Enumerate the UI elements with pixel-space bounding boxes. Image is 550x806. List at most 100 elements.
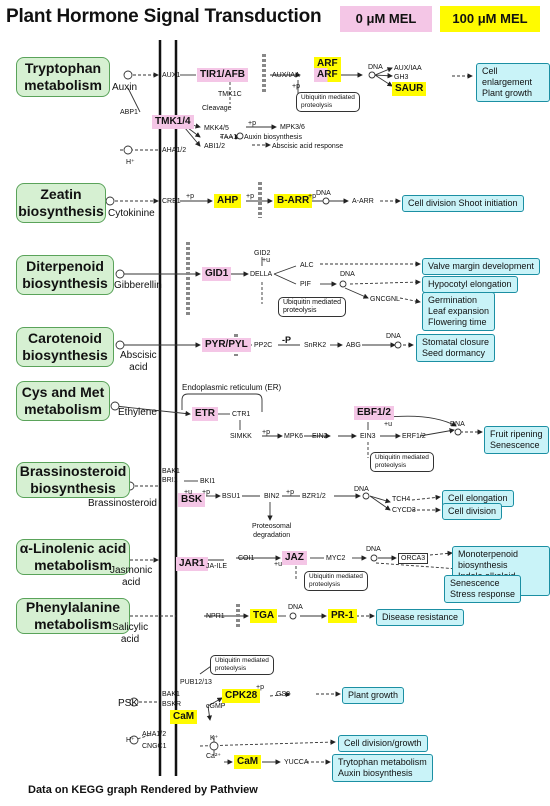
- gene-pyr-pyl[interactable]: PYR/PYL: [202, 338, 251, 352]
- gene-pp2c: PP2C: [254, 342, 273, 349]
- gene-cngc1: CNGC1: [142, 743, 167, 750]
- gene-della: DELLA: [250, 271, 273, 278]
- gene-tga[interactable]: TGA: [250, 609, 278, 623]
- outcome-cell-division[interactable]: Cell division: [442, 503, 503, 520]
- gene-ebf1-2[interactable]: EBF1/2: [354, 406, 394, 420]
- gene-gh3: GH3: [394, 74, 409, 81]
- label-k-plus: K⁺: [210, 735, 219, 742]
- label-phospho-7: +p: [262, 429, 270, 436]
- gene-arf-split[interactable]: ARF: [314, 68, 341, 82]
- pathway-zeatin-biosynthesis[interactable]: Zeatin biosynthesis: [16, 183, 106, 223]
- gene-cam-1[interactable]: CaM: [170, 710, 198, 724]
- pathway-brassinosteroid-biosynthesis[interactable]: Brassinosteroid biosynthesis: [16, 462, 130, 498]
- gene-erf1-2: ERF1/2: [402, 433, 426, 440]
- outcome-senescence-stress[interactable]: Senescence Stress response: [444, 575, 522, 603]
- gene-pr-1[interactable]: PR-1: [328, 609, 357, 623]
- ligand-gibberellin: Gibberellin: [114, 280, 162, 291]
- note-ubiquitin-auxin[interactable]: Ubiquitin mediated proteolysis: [296, 92, 360, 112]
- outcome-tryptophan-auxin[interactable]: Trytophan metabolism Auxin biosynthesis: [332, 754, 433, 782]
- note-ubiquitin-psk[interactable]: Ubiquitin mediated proteolysis: [210, 655, 274, 675]
- gene-npr1: NPR1: [206, 613, 225, 620]
- gene-arf-split-label: ARF: [317, 69, 338, 80]
- gene-bri1: BRI1: [162, 477, 178, 484]
- pathway-cys-met-metabolism[interactable]: Cys and Met metabolism: [16, 381, 110, 421]
- outcome-hypocotyl-elongation[interactable]: Hypocotyl elongation: [422, 276, 518, 293]
- note-ubiquitin-gibberellin[interactable]: Ubiquitin mediated proteolysis: [278, 297, 346, 317]
- label-endoplasmic-reticulum: Endoplasmic reticulum (ER): [182, 383, 282, 392]
- gene-orca3: ORCA3: [398, 553, 429, 564]
- gene-tmk1-4[interactable]: TMK1/4: [152, 115, 194, 129]
- gene-alc: ALC: [300, 262, 314, 269]
- gene-bak1: BAK1: [162, 468, 180, 475]
- footer-credit: Data on KEGG graph Rendered by Pathview: [28, 784, 258, 796]
- label-dna-jasmonate: DNA: [366, 546, 381, 553]
- gene-tmk1c: TMK1C: [218, 91, 242, 98]
- label-ubiq-3: +u: [274, 561, 282, 568]
- ligand-cytokinine: Cytokinine: [108, 208, 155, 219]
- pathway-alpha-linolenic-acid-metabolism[interactable]: α-Linolenic acid metabolism: [16, 539, 130, 575]
- ligand-salicylic-acid: Salicylic acid: [112, 622, 149, 645]
- label-abscisic-acid-response: Abscisic acid response: [272, 143, 344, 150]
- outcome-valve-margin[interactable]: Valve margin development: [422, 258, 540, 275]
- label-cleavage: Cleavage: [202, 105, 232, 112]
- gene-jar1[interactable]: JAR1: [176, 557, 208, 571]
- gene-mkk4-5: MKK4/5: [204, 125, 229, 132]
- label-phospho-3: +p: [186, 193, 194, 200]
- gene-abp1: ABP1: [120, 109, 138, 116]
- gene-pub12-13: PUB12/13: [180, 679, 212, 686]
- gene-gid2: GID2: [254, 250, 271, 257]
- note-ubiquitin-ethylene[interactable]: Ubiquitin mediated proteolysis: [370, 452, 434, 472]
- gene-cam-2[interactable]: CaM: [234, 755, 262, 769]
- outcome-cell-enlargement[interactable]: Cell enlargement Plant growth: [476, 63, 550, 102]
- outcome-disease-resistance[interactable]: Disease resistance: [376, 609, 465, 626]
- label-ubiq-1: +u: [262, 257, 270, 264]
- outcome-cell-division-growth[interactable]: Cell division/growth: [338, 735, 428, 752]
- gene-abi1-2: ABI1/2: [204, 143, 226, 150]
- page-title: Plant Hormone Signal Transduction: [6, 6, 322, 27]
- gene-ja-ile: JA-ILE: [206, 563, 228, 570]
- label-dna-cytokinin: DNA: [316, 190, 331, 197]
- label-dephospho: -P: [282, 335, 291, 345]
- gene-taa1: TAA1: [220, 134, 237, 141]
- ligand-jasmonic-acid: Jasmonic acid: [110, 565, 153, 588]
- label-dna-ethylene: DNA: [450, 421, 465, 428]
- legend-100um-mel: 100 μM MEL: [440, 6, 540, 32]
- label-dna-brassinosteroid: DNA: [354, 486, 369, 493]
- pathway-diterpenoid-biosynthesis[interactable]: Diterpenoid biosynthesis: [16, 255, 114, 295]
- label-phospho-14: +p: [256, 684, 264, 691]
- outcome-germination[interactable]: Germination Leaf expansion Flowering tim…: [422, 292, 496, 331]
- gene-bsk[interactable]: BSK: [178, 493, 206, 507]
- outcome-fruit-ripening[interactable]: Fruit ripening Senescence: [484, 426, 549, 454]
- label-phospho-4: +p: [246, 193, 254, 200]
- gene-arf-yellow[interactable]: ARF: [314, 57, 341, 71]
- label-phospho-2: +p: [248, 120, 256, 127]
- gene-ahp[interactable]: AHP: [214, 194, 242, 208]
- outcome-stomatal-closure[interactable]: Stomatal closure Seed dormancy: [416, 334, 496, 362]
- gene-b-arr[interactable]: B-ARR: [274, 194, 313, 208]
- label-ubiq-2: +u: [384, 421, 392, 428]
- ligand-abscisic-acid: Abscisic acid: [120, 350, 157, 373]
- gene-tir1-afb[interactable]: TIR1/AFB: [197, 68, 248, 82]
- pathway-carotenoid-biosynthesis[interactable]: Carotenoid biosynthesis: [16, 327, 114, 367]
- gene-a-arr: A-ARR: [352, 198, 374, 205]
- gene-coi1: COI1: [238, 555, 255, 562]
- note-ubiquitin-jasmonate[interactable]: Ubiquitin mediated proteolysis: [304, 571, 368, 591]
- pathway-tryptophan-metabolism[interactable]: Tryptophan metabolism: [16, 57, 110, 97]
- label-phospho-5: +p: [308, 193, 316, 200]
- pathway-phenylalanine-metabolism[interactable]: Phenylalanine metabolism: [16, 598, 130, 634]
- gene-jaz[interactable]: JAZ: [282, 551, 307, 565]
- gene-mpk6: MPK6: [284, 433, 304, 440]
- label-h-plus-psk: H⁺: [126, 737, 135, 744]
- label-dna-auxin: DNA: [368, 64, 383, 71]
- label-phospho-9: +p: [286, 489, 294, 496]
- gene-tch4: TCH4: [392, 496, 411, 503]
- gene-ein3: EIN3: [360, 433, 376, 440]
- outcome-plant-growth[interactable]: Plant growth: [342, 687, 405, 704]
- gene-cpk28[interactable]: CPK28: [222, 689, 261, 703]
- gene-bin2: BIN2: [264, 493, 280, 500]
- outcome-cell-division-shoot[interactable]: Cell division Shoot initiation: [402, 195, 524, 212]
- gene-etr[interactable]: ETR: [192, 407, 218, 421]
- gene-saur[interactable]: SAUR: [392, 82, 427, 96]
- gene-gid1[interactable]: GID1: [202, 267, 232, 281]
